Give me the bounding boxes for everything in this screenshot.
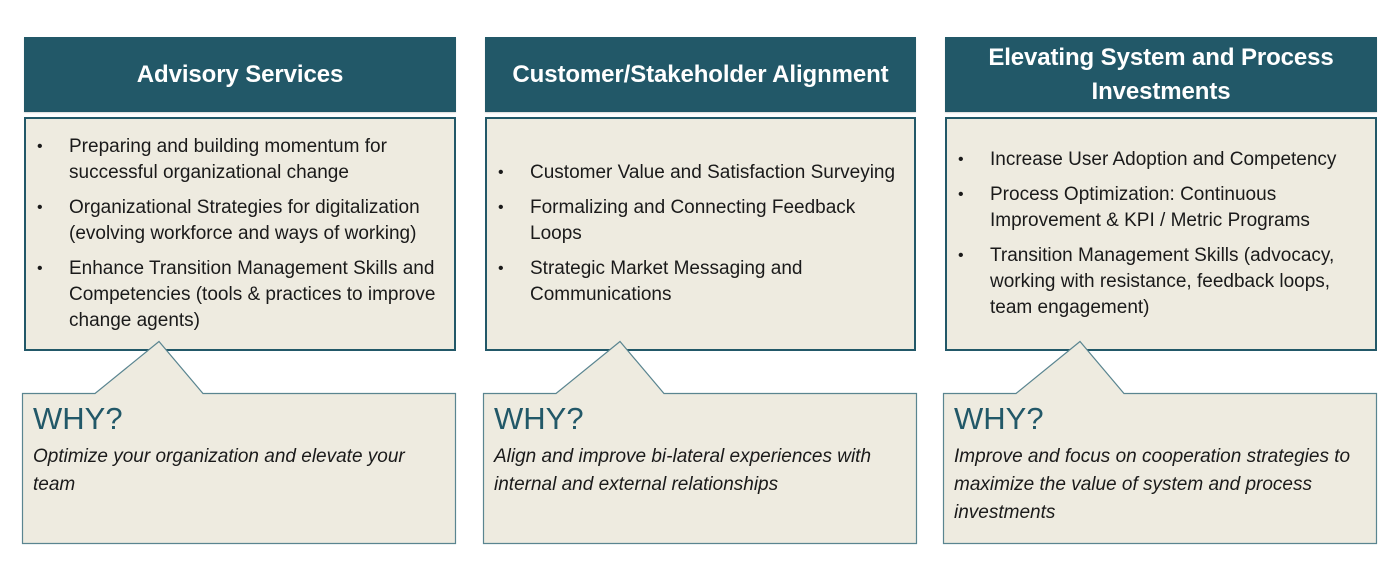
bullet-item: • Strategic Market Messaging and Communic… [487, 256, 900, 308]
bullet-icon: • [37, 138, 43, 155]
callout-shape [942, 340, 1378, 545]
why-description: Improve and focus on cooperation strateg… [954, 446, 1351, 523]
column-advisory-services: Advisory Services • Preparing and buildin… [21, 0, 457, 583]
why-heading: WHY? [494, 401, 584, 436]
bullet-item: • Enhance Transition Management Skills an… [26, 256, 440, 334]
why-heading: WHY? [954, 401, 1044, 436]
callout-shape [21, 340, 457, 545]
column-header: Elevating System and Process Investments [945, 37, 1377, 112]
bullet-text: Strategic Market Messaging and Communica… [530, 258, 803, 305]
bullet-text: Process Optimization: Continuous Improve… [990, 184, 1310, 231]
why-description: Optimize your organization and elevate y… [33, 446, 405, 495]
bullet-icon: • [498, 164, 504, 181]
bullet-text: Formalizing and Connecting Feedback Loop… [530, 197, 856, 244]
bullet-text: Organizational Strategies for digitaliza… [69, 197, 420, 244]
bullet-text: Preparing and building momentum for succ… [69, 136, 387, 183]
why-heading: WHY? [33, 401, 123, 436]
bullet-list: • Preparing and building momentum for suc… [26, 134, 454, 334]
bullet-icon: • [37, 199, 43, 216]
bullet-list: • Increase User Adoption and Competency •… [947, 147, 1375, 321]
bullet-text: Customer Value and Satisfaction Surveyin… [530, 162, 896, 183]
column-header: Customer/Stakeholder Alignment [485, 37, 916, 112]
column-title: Customer/Stakeholder Alignment [512, 60, 889, 88]
bullet-text: Increase User Adoption and Competency [990, 149, 1337, 170]
services-box: • Customer Value and Satisfaction Surveyi… [485, 117, 916, 351]
bullet-item: • Transition Management Skills (advocacy,… [947, 243, 1361, 321]
bullet-icon: • [498, 260, 504, 277]
bullet-text: Enhance Transition Management Skills and… [69, 258, 436, 331]
column-title: Advisory Services [136, 60, 344, 88]
callout-shape [482, 340, 918, 545]
why-callout: WHY? Improve and focus on cooperation st… [942, 340, 1378, 545]
bullet-item: • Preparing and building momentum for suc… [26, 134, 440, 186]
bullet-item: • Organizational Strategies for digitaliz… [26, 195, 440, 247]
why-callout: WHY? Optimize your organization and elev… [21, 340, 457, 545]
bullet-icon: • [958, 186, 964, 203]
bullet-item: • Increase User Adoption and Competency [947, 147, 1361, 173]
why-description: Align and improve bi-lateral experiences… [494, 446, 872, 495]
bullet-icon: • [958, 151, 964, 168]
services-box: • Preparing and building momentum for suc… [24, 117, 456, 351]
services-box: • Increase User Adoption and Competency •… [945, 117, 1377, 351]
bullet-item: • Formalizing and Connecting Feedback Loo… [487, 195, 900, 247]
bullet-list: • Customer Value and Satisfaction Surveyi… [487, 160, 914, 308]
bullet-item: • Process Optimization: Continuous Improv… [947, 182, 1361, 234]
bullet-icon: • [498, 199, 504, 216]
bullet-item: • Customer Value and Satisfaction Surveyi… [487, 160, 900, 186]
column-title: Elevating System and Process Investments [988, 43, 1334, 105]
column-header: Advisory Services [24, 37, 456, 112]
column-customer-stakeholder-alignment: Customer/Stakeholder Alignment • Customer… [482, 0, 918, 583]
bullet-icon: • [958, 247, 964, 264]
column-system-process-investments: Elevating System and Process Investments… [942, 0, 1378, 583]
why-callout: WHY? Align and improve bi-lateral experi… [482, 340, 918, 545]
bullet-text: Transition Management Skills (advocacy, … [990, 245, 1335, 318]
bullet-icon: • [37, 260, 43, 277]
